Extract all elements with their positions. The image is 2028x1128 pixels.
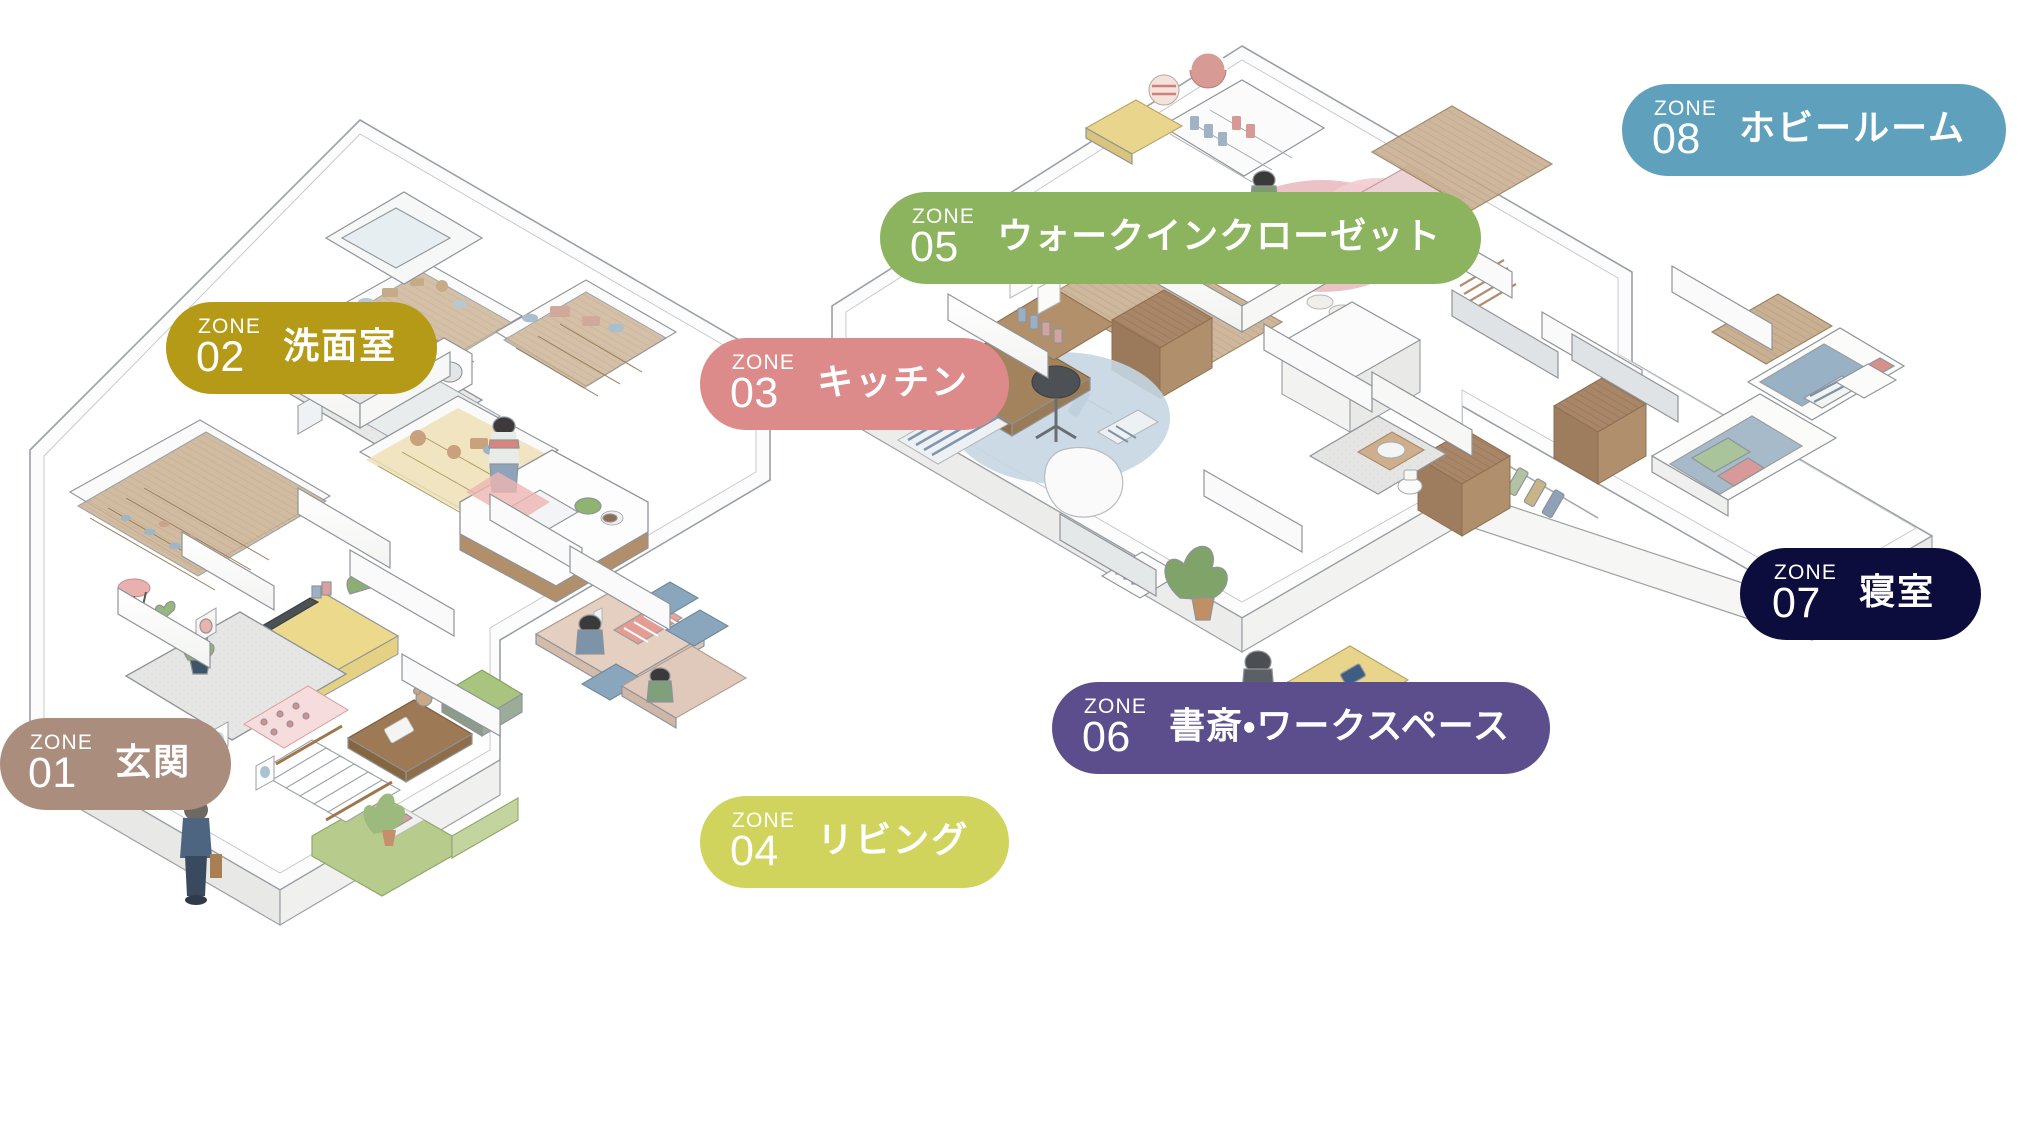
zone-number-07: 07 bbox=[1772, 579, 1821, 627]
zone-name-03: キッチン bbox=[817, 360, 970, 402]
zone-word-07: ZONE bbox=[1774, 561, 1838, 584]
zone-pill-03[interactable]: ZONE 03 キッチン bbox=[700, 338, 1010, 430]
room-storage-upper bbox=[494, 279, 678, 397]
plant-study bbox=[1164, 545, 1228, 621]
room-bathroom bbox=[274, 191, 484, 343]
zone-name-06: 書斎・ワークスペース bbox=[1169, 704, 1510, 746]
room-shoe-closet bbox=[68, 419, 332, 591]
zone-name-05: ウォークインクローゼット bbox=[997, 214, 1442, 256]
zone-name-02: 洗面室 bbox=[283, 324, 398, 366]
zone-number-block-08: ZONE 08 bbox=[1652, 98, 1717, 160]
zone-pill-06[interactable]: ZONE 06 書斎・ワークスペース bbox=[1052, 682, 1550, 774]
zone-number-block-04: ZONE 04 bbox=[730, 810, 795, 872]
zone-number-04: 04 bbox=[730, 827, 779, 875]
zone-number-05: 05 bbox=[910, 223, 959, 271]
zone-number-block-06: ZONE 06 bbox=[1082, 696, 1147, 758]
zone-word-08: ZONE bbox=[1654, 97, 1718, 120]
zone-word-05: ZONE bbox=[912, 205, 976, 228]
zone-number-01: 01 bbox=[28, 749, 77, 797]
zone-word-02: ZONE bbox=[198, 315, 262, 338]
left-floorplan bbox=[29, 118, 820, 927]
zone-number-block-03: ZONE 03 bbox=[730, 352, 795, 414]
room-washbasin-2f bbox=[1308, 415, 1448, 495]
zone-number-block-05: ZONE 05 bbox=[910, 206, 975, 268]
zone-word-03: ZONE bbox=[732, 351, 796, 374]
zone-number-block-07: ZONE 07 bbox=[1772, 562, 1837, 624]
zone-pill-08[interactable]: ZONE 08 ホビールーム bbox=[1622, 84, 2007, 176]
zone-pill-07[interactable]: ZONE 07 寝室 bbox=[1740, 548, 1982, 640]
zone-number-03: 03 bbox=[730, 369, 779, 417]
figure-adult-dining bbox=[575, 614, 605, 655]
zone-pill-02[interactable]: ZONE 02 洗面室 bbox=[166, 302, 438, 394]
zone-number-02: 02 bbox=[196, 333, 245, 381]
zone-pill-04[interactable]: ZONE 04 リビング bbox=[700, 796, 1010, 888]
zone-number-block-02: ZONE 02 bbox=[196, 316, 261, 378]
plant-living bbox=[363, 793, 405, 846]
zone-word-04: ZONE bbox=[732, 809, 796, 832]
zone-name-08: ホビールーム bbox=[1739, 106, 1967, 148]
zone-word-06: ZONE bbox=[1084, 695, 1148, 718]
zone-name-04: リビング bbox=[817, 818, 970, 860]
zone-pill-01[interactable]: ZONE 01 玄関 bbox=[0, 718, 232, 810]
zone-pill-05[interactable]: ZONE 05 ウォークインクローゼット bbox=[880, 192, 1482, 284]
stairs bbox=[256, 724, 402, 823]
zone-name-07: 寝室 bbox=[1859, 570, 1936, 612]
room-kitchen bbox=[358, 395, 649, 603]
zone-number-06: 06 bbox=[1082, 713, 1131, 761]
room-entrance bbox=[117, 578, 349, 749]
zone-word-01: ZONE bbox=[30, 731, 94, 754]
room-bedroom bbox=[1650, 293, 1906, 518]
zone-name-01: 玄関 bbox=[115, 740, 192, 782]
room-closet-corridor bbox=[1416, 377, 1648, 537]
zone-number-08: 08 bbox=[1652, 115, 1701, 163]
figure-child-dining bbox=[646, 667, 674, 703]
zone-number-block-01: ZONE 01 bbox=[28, 732, 93, 794]
